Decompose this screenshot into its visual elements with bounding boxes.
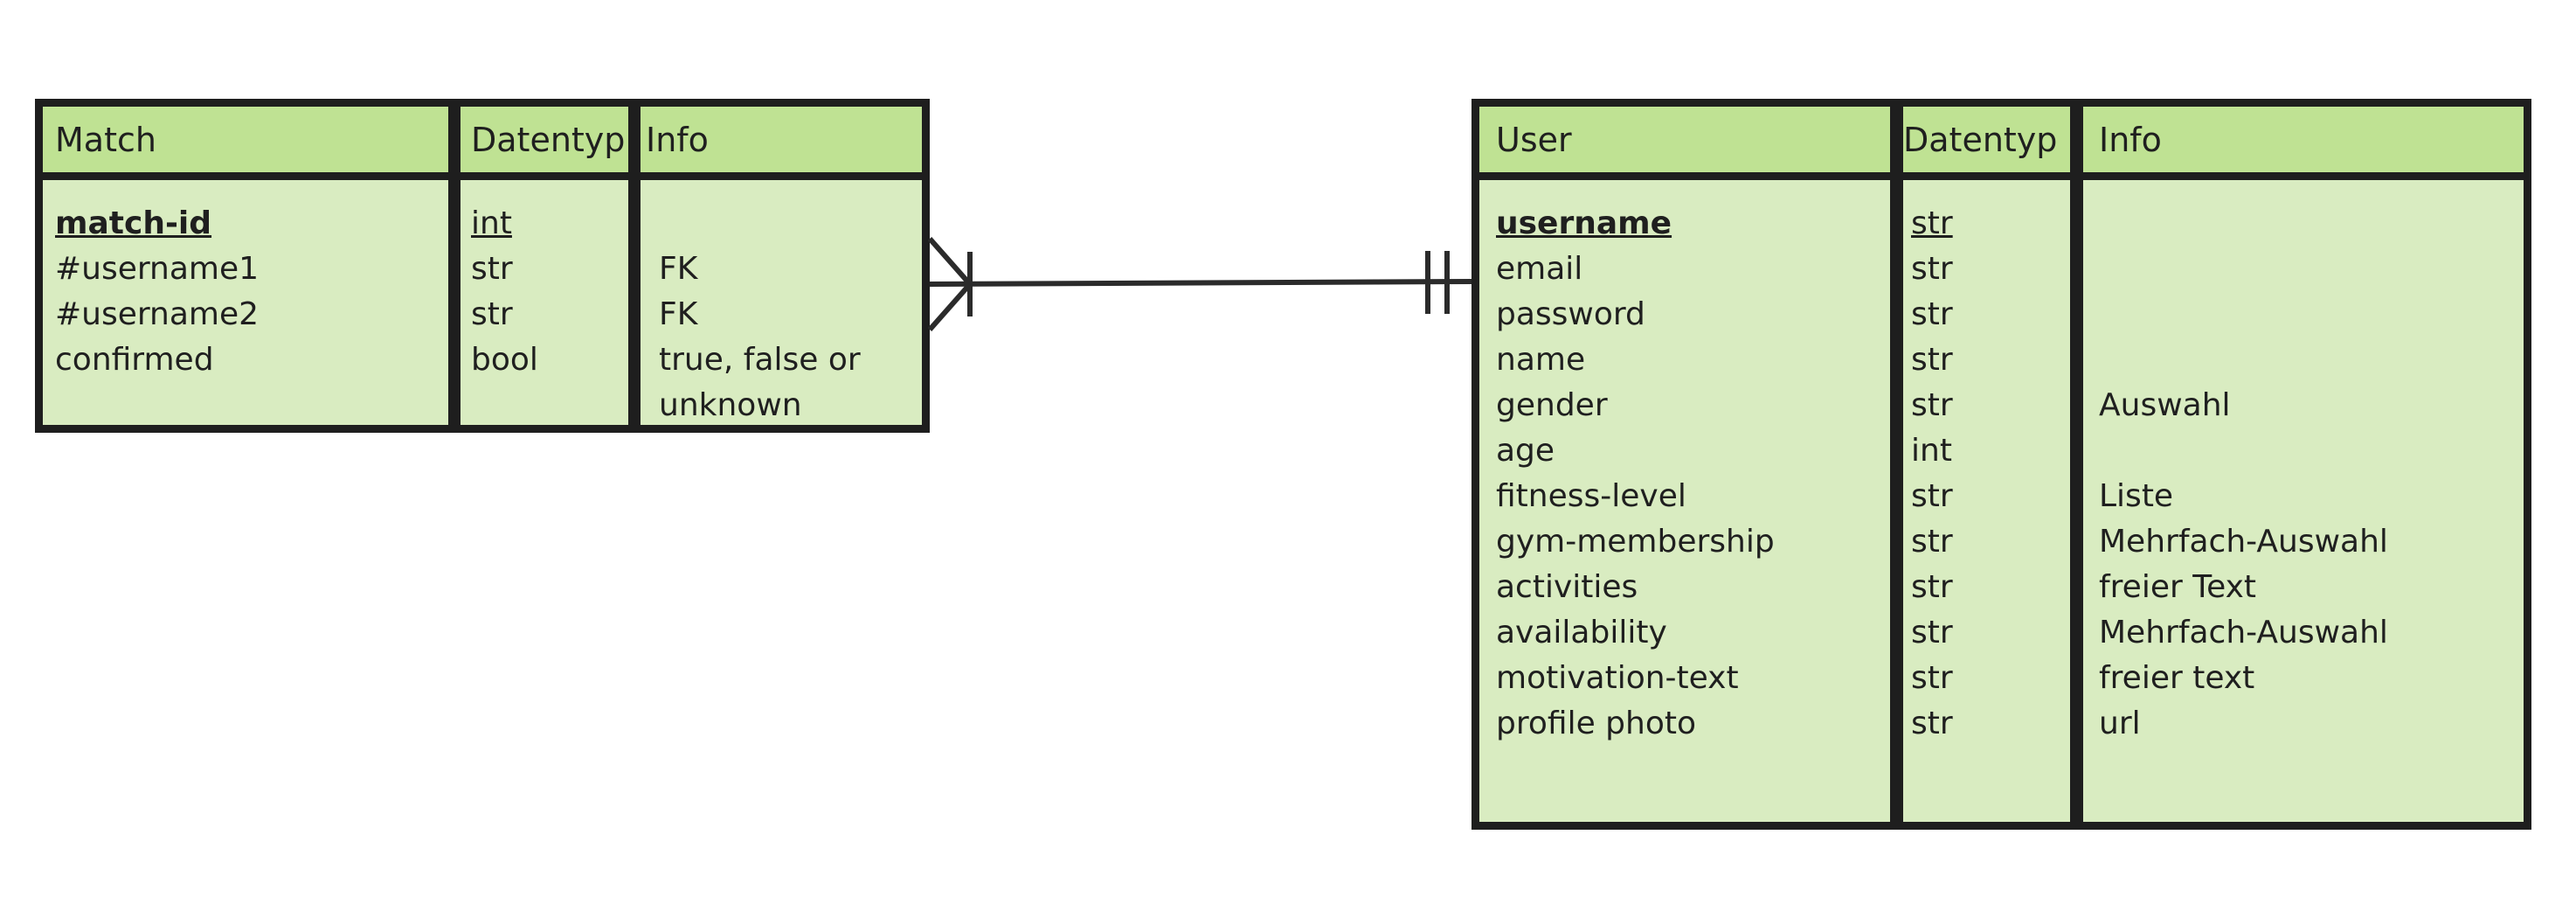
user-type: int: [1911, 433, 1952, 469]
match-entity: Match match-id #username1 #username2 con…: [35, 99, 930, 433]
user-field: password: [1496, 296, 1645, 332]
user-info: Mehrfach-Auswahl: [2099, 615, 2388, 650]
many-crows-foot-icon: [927, 237, 973, 331]
match-field: #username2: [55, 296, 260, 332]
user-type-primary-key: str: [1911, 205, 1953, 241]
user-info-list: Auswahl Liste Mehrfach-Auswahl freier Te…: [2099, 201, 2388, 747]
user-type: str: [1911, 615, 1953, 650]
match-info-header: Info: [641, 107, 922, 172]
user-type: str: [1911, 251, 1953, 287]
match-info-column: Info FK FK true, false or unknown: [641, 107, 922, 425]
user-type-list: str str str str str int str str str str …: [1911, 201, 1953, 747]
match-field-primary-key: match-id: [55, 205, 212, 241]
user-field: fitness-level: [1496, 478, 1686, 514]
match-field: #username1: [55, 251, 260, 287]
user-type: str: [1911, 387, 1953, 423]
match-type: str: [471, 251, 513, 287]
user-entity-title: User: [1479, 107, 1890, 172]
user-field: age: [1496, 433, 1555, 469]
user-field: gender: [1496, 387, 1608, 423]
user-info: freier text: [2099, 660, 2255, 696]
user-entity: User username email password name gender…: [1472, 99, 2531, 830]
user-field: activities: [1496, 569, 1638, 605]
user-field: name: [1496, 342, 1586, 378]
user-type: str: [1911, 660, 1953, 696]
match-type: bool: [471, 342, 538, 378]
relationship-line: [929, 279, 1472, 287]
match-info: true, false or: [659, 342, 861, 378]
user-info: Auswahl: [2099, 387, 2231, 423]
user-info: Liste: [2099, 478, 2174, 514]
one-and-only-one-icon: [1425, 251, 1450, 314]
user-info-column: Info Auswahl Liste Mehrfach-Auswahl frei…: [2083, 107, 2524, 822]
user-type: str: [1911, 569, 1953, 605]
user-type: str: [1911, 342, 1953, 378]
user-field-list: username email password name gender age …: [1496, 201, 1775, 747]
match-name-column: Match match-id #username1 #username2 con…: [43, 107, 448, 425]
match-type-column: Datentyp int str str bool: [460, 107, 628, 425]
match-info: unknown: [659, 387, 802, 423]
user-field: email: [1496, 251, 1583, 287]
user-type-column: Datentyp str str str str str int str str…: [1903, 107, 2070, 822]
user-type: str: [1911, 706, 1953, 741]
user-type: str: [1911, 296, 1953, 332]
user-field: availability: [1496, 615, 1667, 650]
user-type-header: Datentyp: [1903, 107, 2070, 172]
match-field-list: match-id #username1 #username2 confirmed: [55, 201, 259, 383]
match-type-primary-key: int: [471, 205, 512, 241]
user-field: motivation-text: [1496, 660, 1739, 696]
match-info: FK: [659, 251, 698, 287]
user-field: profile photo: [1496, 706, 1696, 741]
user-type: str: [1911, 478, 1953, 514]
user-info: url: [2099, 706, 2141, 741]
user-info-header: Info: [2083, 107, 2524, 172]
user-info: freier Text: [2099, 569, 2257, 605]
match-type: str: [471, 296, 513, 332]
match-type-list: int str str bool: [471, 201, 538, 383]
user-field: gym-membership: [1496, 524, 1775, 560]
user-info: Mehrfach-Auswahl: [2099, 524, 2388, 560]
match-info: FK: [659, 296, 698, 332]
user-field-primary-key: username: [1496, 205, 1672, 241]
user-name-column: User username email password name gender…: [1479, 107, 1890, 822]
match-field: confirmed: [55, 342, 214, 378]
match-entity-title: Match: [43, 107, 448, 172]
user-type: str: [1911, 524, 1953, 560]
match-type-header: Datentyp: [460, 107, 628, 172]
match-info-list: FK FK true, false or unknown: [659, 201, 861, 428]
